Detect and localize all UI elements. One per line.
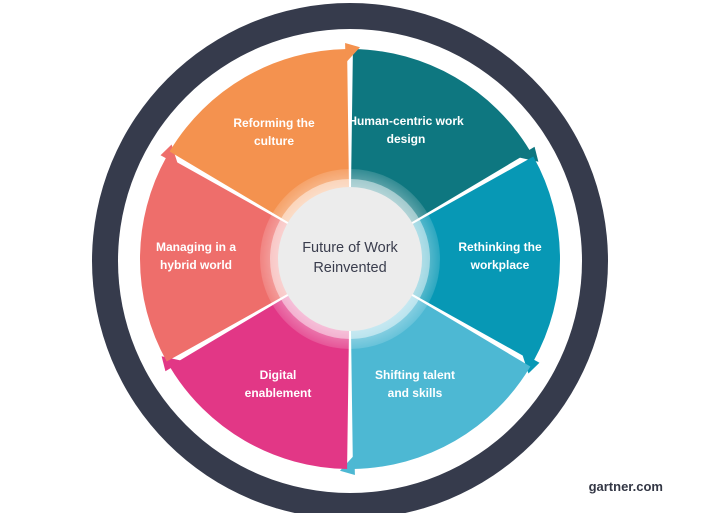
segment-5 — [140, 156, 296, 362]
business-outcomes-label: Business outcomes — [615, 196, 638, 327]
center-circle — [278, 187, 422, 331]
segment-6-label-line1: Reforming the — [233, 116, 315, 130]
business-outcomes-text: Business outcomes — [615, 196, 638, 327]
segment-2-label-line1: Rethinking the — [458, 240, 542, 254]
segment-4-label-line2: enablement — [245, 386, 312, 400]
segment-1-label-line1: Human-centric work — [348, 114, 464, 128]
segment-1-label-line2: design — [387, 132, 426, 146]
segment-5-label-line2: hybrid world — [160, 258, 232, 272]
segment-3-label-line1: Shifting talent — [375, 368, 455, 382]
center-title-line2: Reinvented — [313, 260, 386, 276]
segment-3-label-line2: and skills — [388, 386, 443, 400]
segment-2-label-line2: workplace — [470, 258, 530, 272]
segment-4-label-line1: Digital — [260, 368, 297, 382]
employee-outcomes-text: Employee outcomes — [62, 194, 85, 329]
segment-arrow-2 — [521, 353, 540, 374]
employee-outcomes-label: Employee outcomes — [62, 194, 85, 329]
segment-6-label-line2: culture — [254, 134, 294, 148]
segment-arrow-6 — [345, 43, 360, 64]
source-credit: gartner.com — [588, 479, 663, 494]
center-title-line1: Future of Work — [302, 240, 398, 256]
segment-2 — [404, 156, 560, 362]
segment-5-label-line1: Managing in a — [156, 240, 236, 254]
segment-arrow-5 — [160, 144, 179, 165]
segment-arrow-3 — [340, 454, 355, 475]
